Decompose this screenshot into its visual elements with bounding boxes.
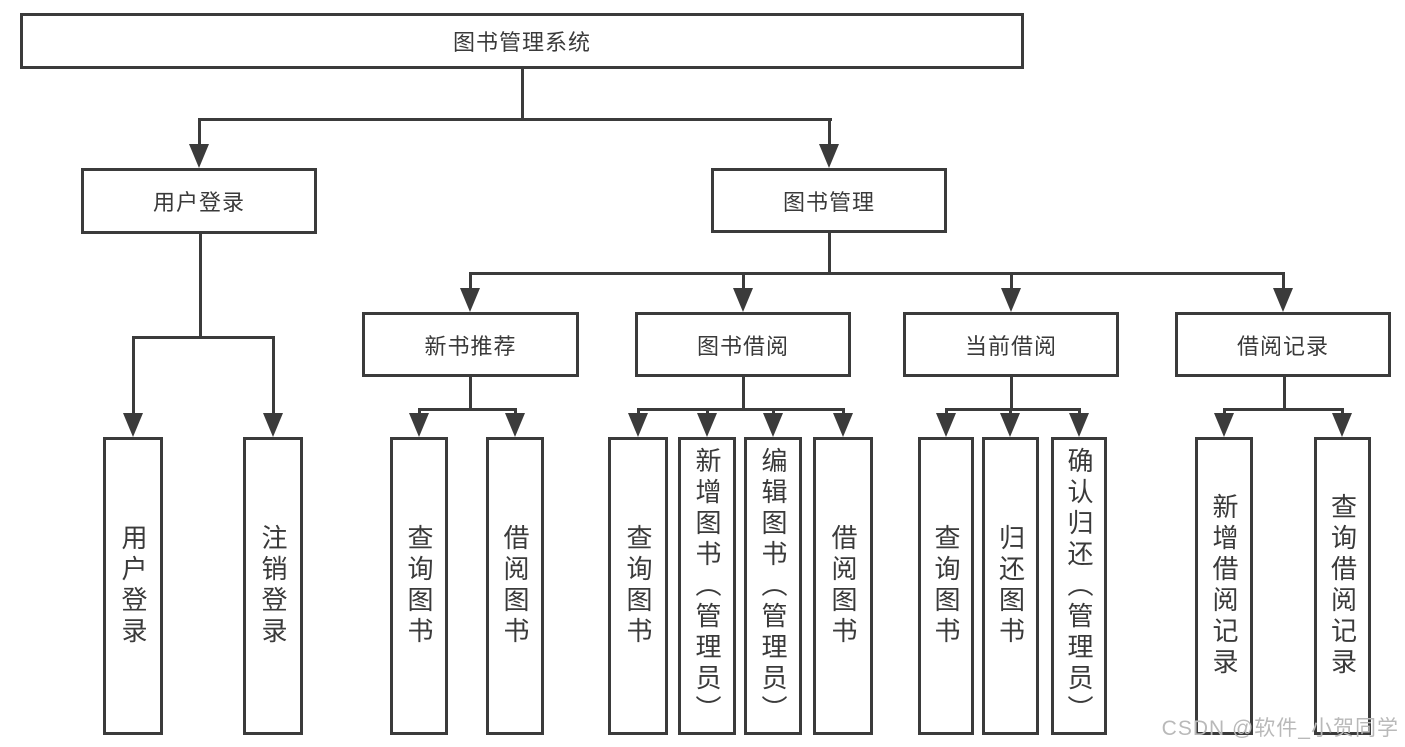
connector-line — [133, 336, 275, 339]
connector-line — [828, 118, 831, 154]
arrowhead-down-icon — [628, 413, 648, 437]
connector-line — [199, 234, 202, 336]
node-book-management-module: 图书管理 — [711, 168, 947, 233]
arrowhead-down-icon — [263, 413, 283, 437]
connector-line — [742, 272, 745, 296]
node-label: 新增借阅记录 — [1209, 493, 1239, 679]
connector-line — [199, 118, 832, 121]
leaf-logout: 注销登录 — [243, 437, 303, 735]
connector-line — [132, 336, 135, 420]
arrowhead-down-icon — [1214, 413, 1234, 437]
arrowhead-down-icon — [819, 144, 839, 168]
node-label: 图书借阅 — [696, 333, 789, 359]
connector-line — [1010, 377, 1013, 408]
arrowhead-down-icon — [1000, 413, 1020, 437]
connector-line — [946, 408, 1080, 411]
arrowhead-down-icon — [460, 288, 480, 312]
leaf-query-books: 查询图书 — [918, 437, 974, 735]
leaf-edit-books-admin: 编辑图书（管理员） — [744, 437, 802, 735]
node-label: 查询图书 — [931, 524, 961, 648]
arrowhead-down-icon — [833, 413, 853, 437]
node-label: 借阅图书 — [828, 524, 858, 648]
connector-line — [470, 272, 1284, 275]
node-label: 当前借阅 — [964, 333, 1057, 359]
connector-line — [638, 408, 844, 411]
arrowhead-down-icon — [697, 413, 717, 437]
arrowhead-down-icon — [763, 413, 783, 437]
node-label: 用户登录 — [152, 190, 245, 215]
node-label: 新书推荐 — [424, 333, 517, 359]
node-user-login-module: 用户登录 — [81, 168, 317, 234]
node-label: 图书管理 — [782, 189, 875, 215]
leaf-add-borrow-record: 新增借阅记录 — [1195, 437, 1253, 735]
arrowhead-down-icon — [1332, 413, 1352, 437]
node-label: 查询图书 — [404, 524, 434, 648]
leaf-query-books: 查询图书 — [608, 437, 668, 735]
node-book-borrowing: 图书借阅 — [635, 312, 851, 377]
leaf-borrow-books: 借阅图书 — [486, 437, 544, 735]
connector-line — [272, 336, 275, 420]
node-label: 归还图书 — [995, 524, 1026, 648]
leaf-return-books: 归还图书 — [982, 437, 1039, 735]
arrowhead-down-icon — [409, 413, 429, 437]
leaf-query-borrow-record: 查询借阅记录 — [1314, 437, 1371, 735]
connector-line — [419, 408, 517, 411]
connector-line — [469, 272, 472, 296]
arrowhead-down-icon — [505, 413, 525, 437]
node-current-borrowing: 当前借阅 — [903, 312, 1119, 377]
leaf-borrow-books: 借阅图书 — [813, 437, 873, 735]
connector-line — [742, 377, 745, 408]
node-label: 确认归还（管理员） — [1064, 446, 1094, 726]
node-label: 编辑图书（管理员） — [758, 446, 788, 726]
node-root-system: 图书管理系统 — [20, 13, 1024, 69]
node-label: 借阅图书 — [500, 524, 530, 648]
connector-line — [198, 118, 201, 154]
node-label: 新增图书（管理员） — [692, 446, 722, 726]
arrowhead-down-icon — [1069, 413, 1089, 437]
node-label: 借阅记录 — [1236, 333, 1329, 359]
node-new-book-recommendation: 新书推荐 — [362, 312, 579, 377]
node-label: 图书管理系统 — [452, 30, 591, 55]
leaf-add-books-admin: 新增图书（管理员） — [678, 437, 736, 735]
connector-line — [1224, 408, 1343, 411]
node-label: 查询借阅记录 — [1327, 493, 1358, 679]
leaf-query-books: 查询图书 — [390, 437, 448, 735]
connector-line — [1283, 377, 1286, 408]
leaf-confirm-return-admin: 确认归还（管理员） — [1051, 437, 1107, 735]
connector-line — [1010, 272, 1013, 296]
arrowhead-down-icon — [123, 413, 143, 437]
arrowhead-down-icon — [1001, 288, 1021, 312]
arrowhead-down-icon — [936, 413, 956, 437]
node-label: 用户登录 — [118, 524, 148, 648]
node-borrowing-records: 借阅记录 — [1175, 312, 1391, 377]
arrowhead-down-icon — [189, 144, 209, 168]
connector-line — [469, 377, 472, 408]
connector-line — [1282, 272, 1285, 296]
connector-line — [521, 69, 524, 118]
node-label: 查询图书 — [623, 524, 653, 648]
leaf-user-login: 用户登录 — [103, 437, 163, 735]
connector-line — [828, 233, 831, 272]
csdn-watermark: CSDN @软件_小贺同学 — [1161, 717, 1399, 740]
node-label: 注销登录 — [258, 524, 288, 648]
arrowhead-down-icon — [733, 288, 753, 312]
arrowhead-down-icon — [1273, 288, 1293, 312]
